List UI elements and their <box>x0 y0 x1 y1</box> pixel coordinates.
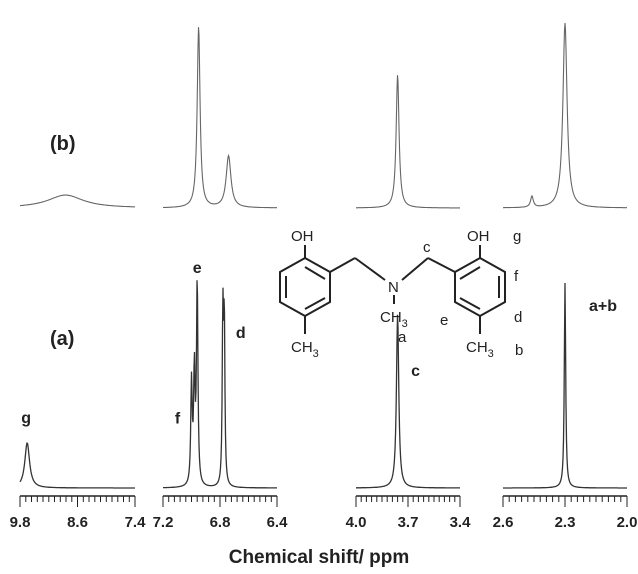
tick-label-6-4-seg2: 6.4 <box>267 514 289 531</box>
right-ring-double-bond-2 <box>459 266 481 280</box>
tick-label-4-0-seg3: 4.0 <box>346 514 367 531</box>
right-benzene-ring <box>454 256 506 318</box>
left-oh-label: OH <box>291 228 314 245</box>
left-benzene-ring <box>279 256 331 318</box>
left-ch2-bond-1 <box>329 257 356 273</box>
nitrogen-label: N <box>388 279 399 296</box>
left-ch2-bond-2 <box>354 257 386 281</box>
tick-label-3-7-seg3: 3.7 <box>398 514 419 531</box>
peak-label-e: e <box>193 260 202 277</box>
label-a: a <box>398 329 407 346</box>
label-e: e <box>440 312 448 329</box>
spectrum-a-segment-4 <box>503 282 627 489</box>
left-ring-double-bond-3 <box>304 297 326 310</box>
right-ring-double-bond-3 <box>459 297 481 310</box>
left-ring-double-bond-2 <box>304 266 326 280</box>
tick-label-6-8-seg2: 6.8 <box>210 514 231 531</box>
spectrum-b-segment-3 <box>356 75 460 209</box>
molecular-structure <box>279 245 506 334</box>
tick-label-9-8-seg1: 9.8 <box>10 514 31 531</box>
spectrum-b-segment-2 <box>163 27 277 209</box>
peak-label-ab: a+b <box>589 298 617 315</box>
tick-label-2-6-seg4: 2.6 <box>493 514 514 531</box>
molecule-labels: OH OH N CH3 CH3 CH3 a b c d e f g <box>291 228 523 360</box>
right-methyl-label: CH3 <box>466 339 494 360</box>
peak-label-c: c <box>411 363 420 380</box>
label-d: d <box>514 309 522 326</box>
n-methyl-label: CH3 <box>380 309 408 330</box>
label-b: b <box>515 342 523 359</box>
right-ch2-bond-1 <box>401 257 429 281</box>
left-methyl-label: CH3 <box>291 339 319 360</box>
spectrum-b-segment-1 <box>20 194 136 208</box>
spectrum-a-segment-1 <box>19 442 135 489</box>
right-ch2-bond-2 <box>427 257 456 273</box>
label-c: c <box>423 239 431 256</box>
axes-layer: 9.8 8.6 7.4 7.2 6.8 6.4 4.0 3.7 3.4 2.6 2.3 2.0 <box>10 495 638 531</box>
spectrum-a-segment-2 <box>163 280 277 489</box>
label-g: g <box>513 228 521 245</box>
right-oh-label: OH <box>467 228 490 245</box>
spectra-layer: g f e d c a+b <box>19 22 627 489</box>
peak-label-f: f <box>175 411 181 428</box>
tick-label-2-3-seg4: 2.3 <box>555 514 576 531</box>
tick-label-7-2-seg2: 7.2 <box>153 514 174 531</box>
peak-label-g: g <box>21 410 31 427</box>
peak-label-d: d <box>236 325 246 342</box>
panel-label-a: (a) <box>50 328 74 350</box>
label-f: f <box>514 268 519 285</box>
spectrum-a-segment-3 <box>356 314 460 489</box>
spectrum-b-segment-4 <box>503 22 627 209</box>
tick-label-8-6-seg1: 8.6 <box>67 514 88 531</box>
panel-label-b: (b) <box>50 133 76 155</box>
tick-label-2-0-seg4: 2.0 <box>617 514 638 531</box>
tick-label-7-4-seg1: 7.4 <box>125 514 147 531</box>
x-axis-title: Chemical shift/ ppm <box>229 547 410 568</box>
tick-label-3-4-seg3: 3.4 <box>450 514 472 531</box>
